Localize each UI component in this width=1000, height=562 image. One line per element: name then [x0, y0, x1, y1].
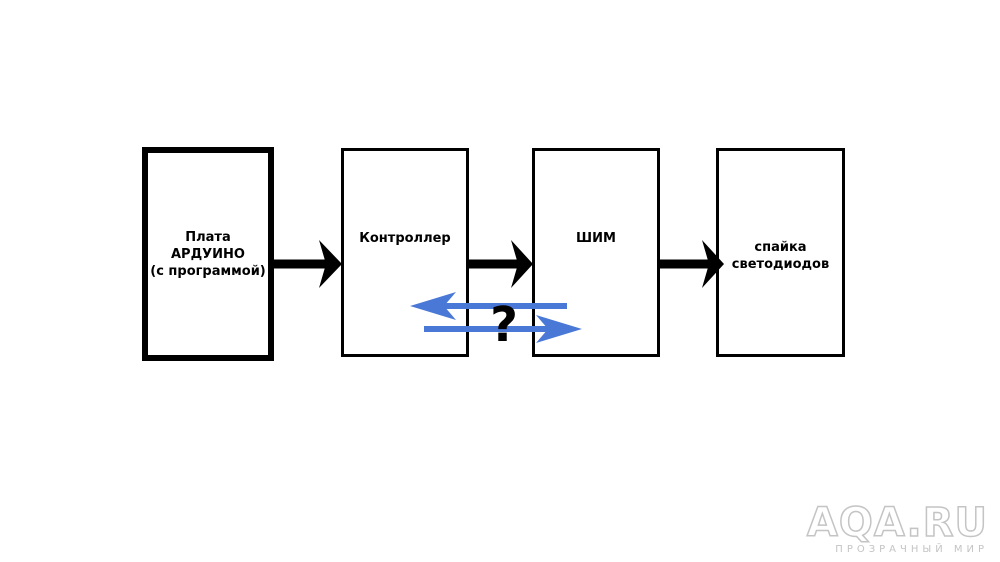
arrow-controller-to-pwm — [469, 240, 533, 288]
controller-label: Контроллер — [359, 231, 451, 246]
arduino-board-block: Плата АРДУИНО (с программой) — [142, 147, 274, 361]
watermark-logo: AQA.RU — [806, 500, 988, 546]
blue-arrow-right — [424, 315, 582, 343]
question-mark: ? — [490, 297, 518, 353]
blue-arrow-left — [410, 292, 567, 320]
arrow-arduino-to-controller — [274, 240, 342, 288]
led-assembly-label: спайка светодиодов — [731, 240, 830, 272]
arduino-board-label: Плата АРДУИНО (с программой) — [150, 230, 266, 279]
arrow-pwm-to-leds — [660, 240, 724, 288]
watermark-subtitle: ПРОЗРАЧНЫЙ МИР — [835, 544, 988, 555]
watermark: AQA.RU ПРОЗРАЧНЫЙ МИР — [806, 500, 988, 556]
controller-block: Контроллер — [341, 148, 469, 357]
led-assembly-block: спайка светодиодов — [716, 148, 845, 357]
pwm-label: ШИМ — [576, 231, 616, 246]
